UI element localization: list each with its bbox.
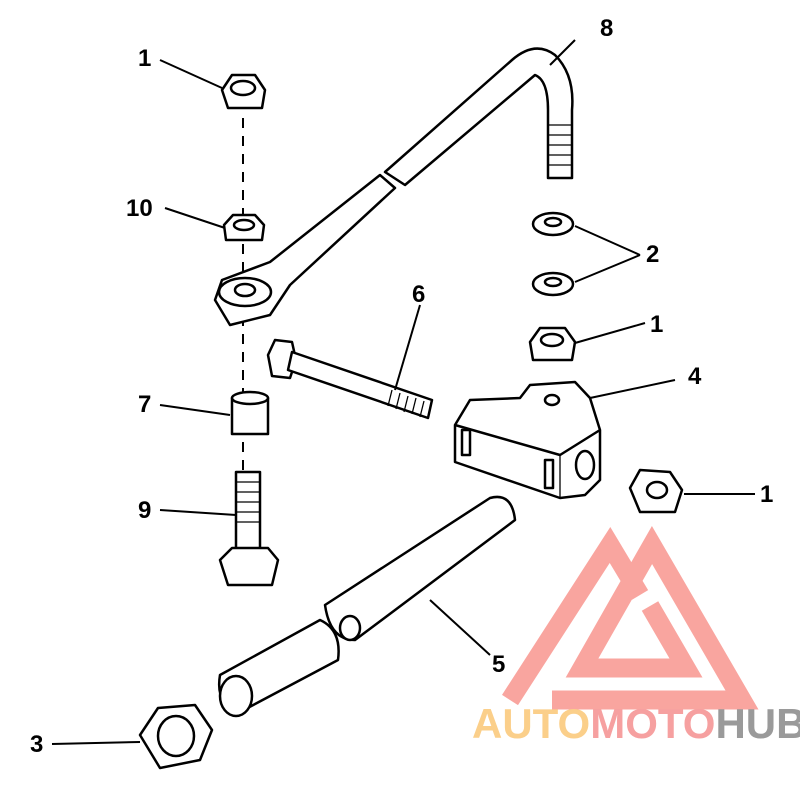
callout-8: 8 (600, 15, 613, 42)
callout-3: 3 (30, 731, 43, 758)
part-2-washers (531, 211, 575, 297)
callout-4: 4 (688, 363, 702, 390)
part-5-tube (217, 495, 517, 718)
part-4-connector-block (453, 380, 602, 500)
callout-1: 1 (138, 45, 151, 72)
watermark-logo-icon (502, 525, 759, 710)
callout-6: 6 (412, 281, 425, 308)
part-1-nut-top (220, 73, 267, 110)
part-1-nut-right (528, 326, 577, 362)
part-3-jam-nut (138, 703, 214, 770)
part-7-spacer (230, 390, 270, 436)
part-6-bolt (266, 338, 434, 420)
part-8-steering-link-rod (213, 47, 574, 327)
part-10-nut (222, 213, 266, 242)
part-1-locknut (628, 468, 684, 514)
callout-5: 5 (492, 651, 505, 678)
part-9-bolt (218, 470, 280, 587)
leader-lines (51, 39, 755, 745)
watermark-text: AUTOMOTOHUB (472, 700, 800, 747)
callout-7: 7 (138, 391, 151, 418)
callout-9: 9 (138, 497, 151, 524)
callout-1: 1 (760, 481, 773, 508)
callout-2: 2 (646, 241, 659, 268)
callout-10: 10 (126, 195, 153, 222)
callout-1: 1 (650, 311, 663, 338)
